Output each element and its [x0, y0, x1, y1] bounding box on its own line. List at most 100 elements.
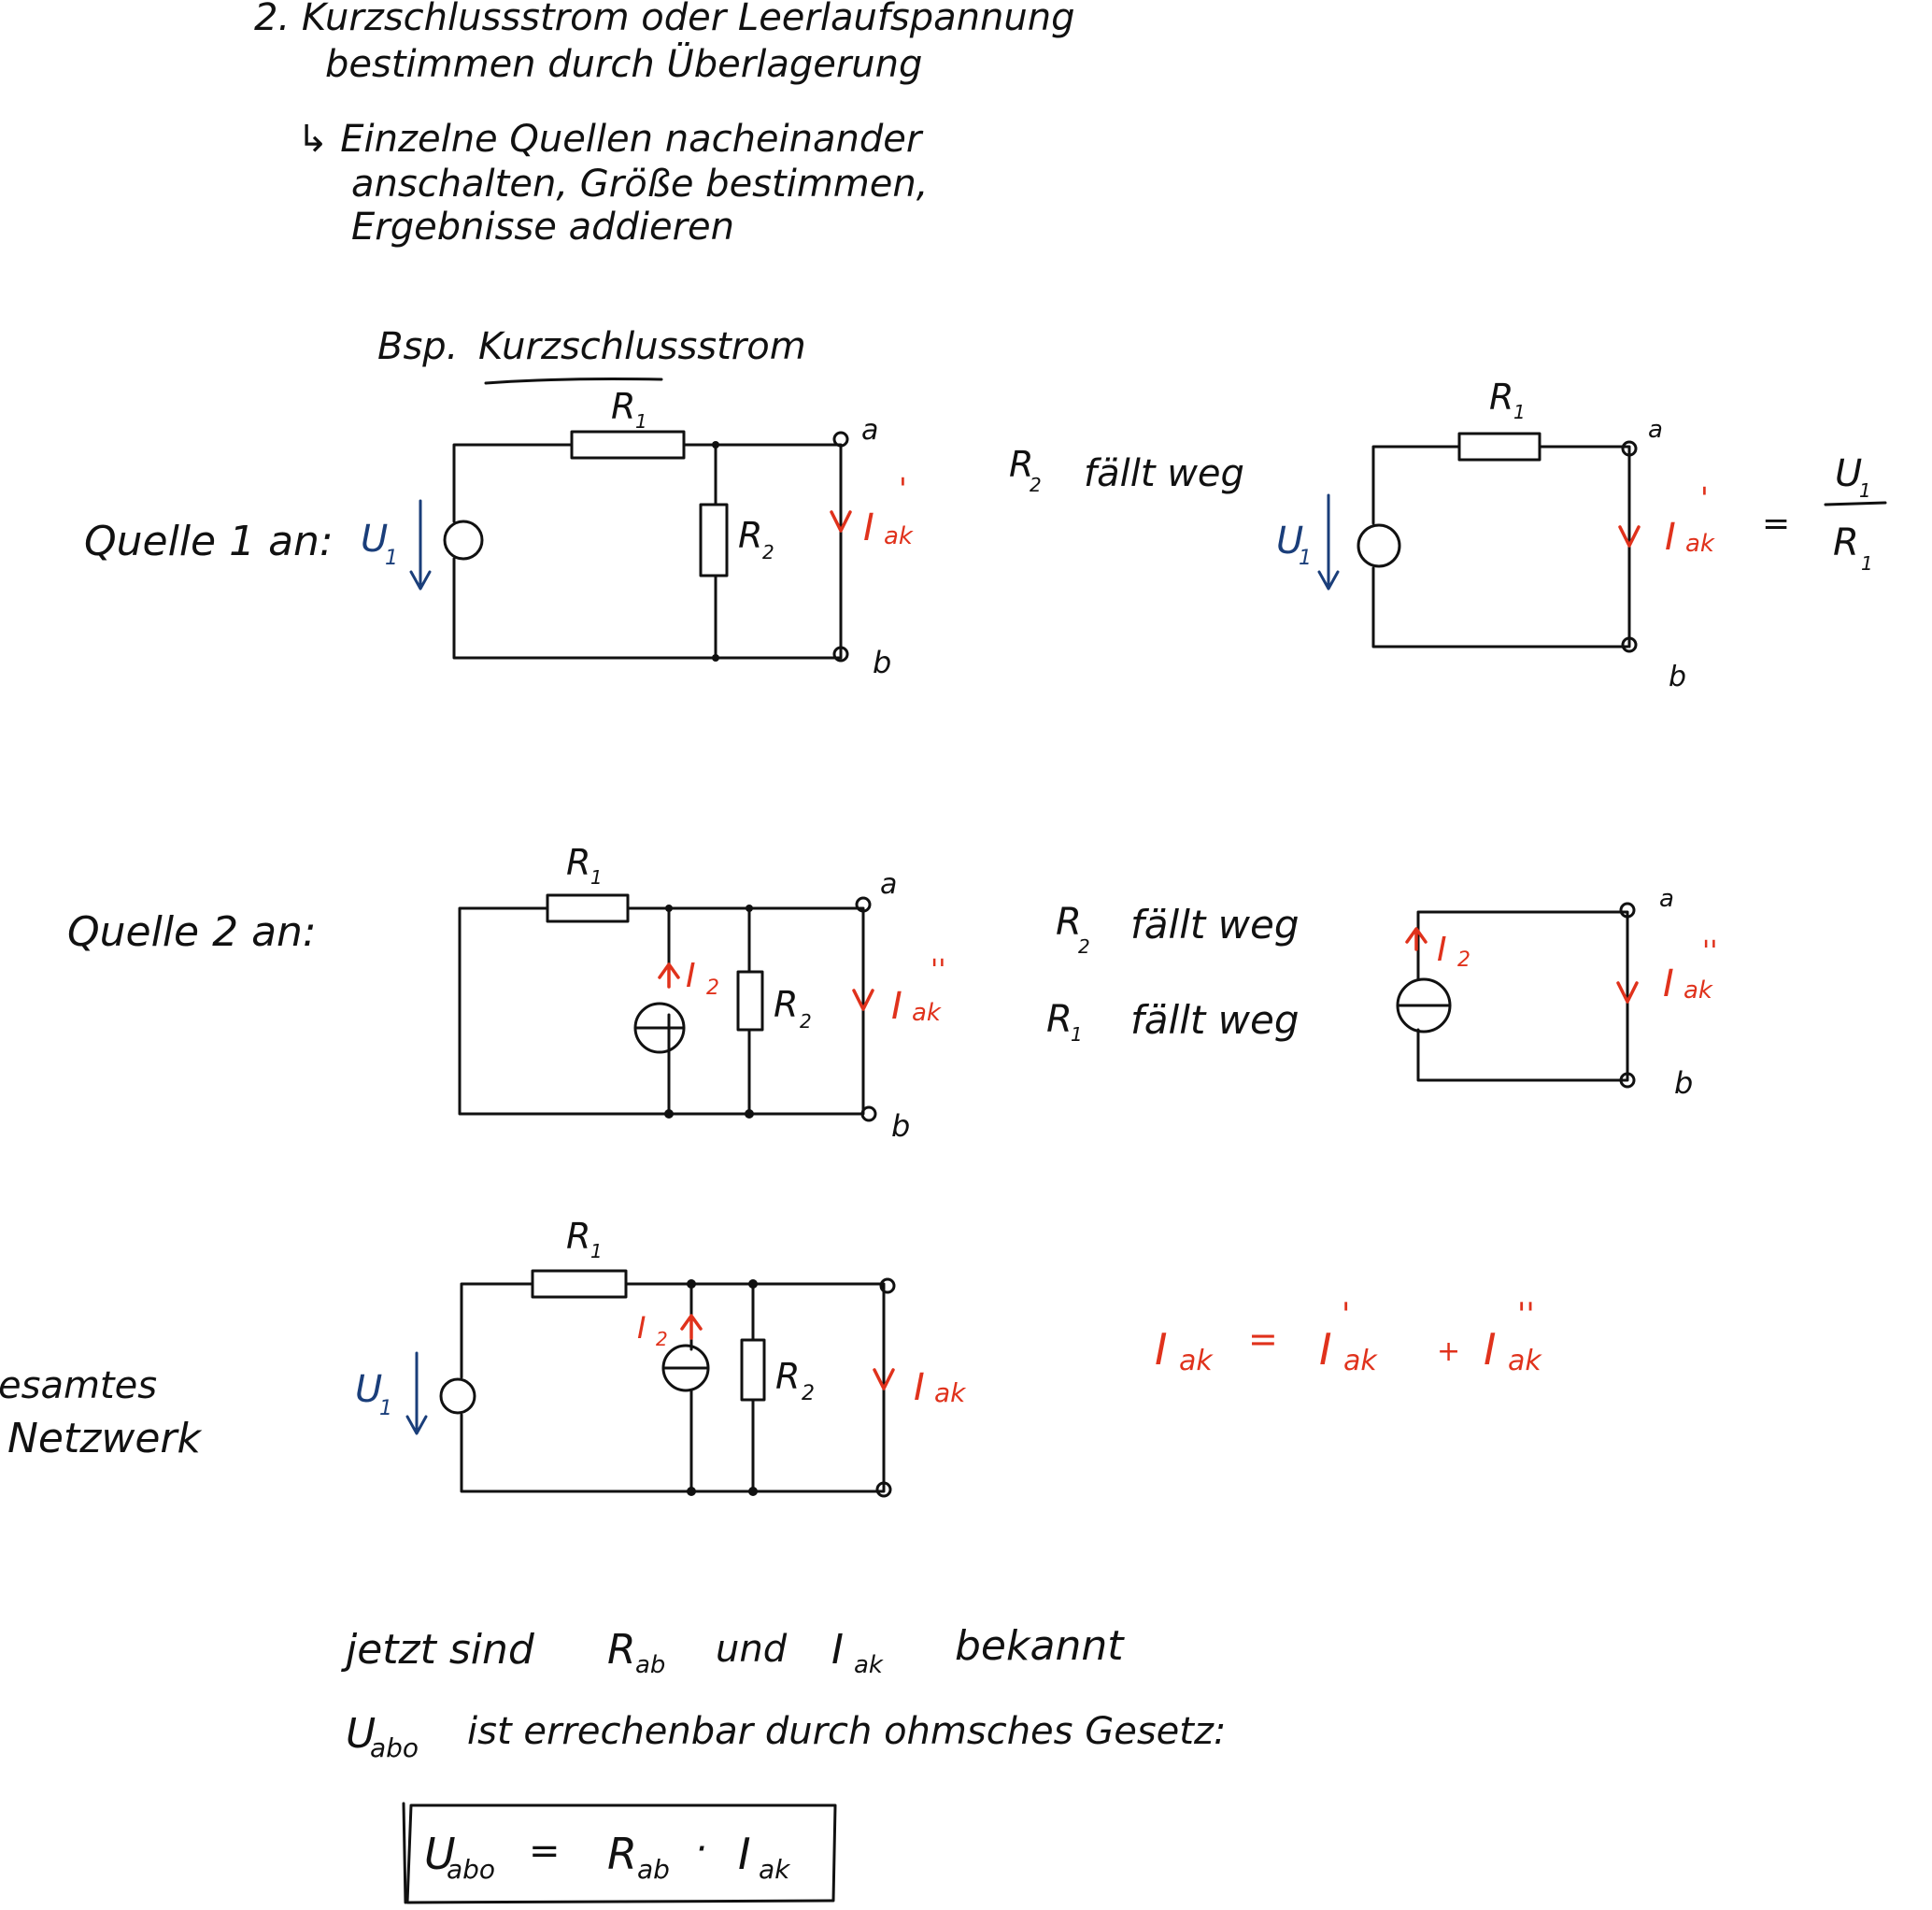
section2-node-b: b [891, 1108, 910, 1144]
section2-note1-r: R [1056, 901, 1082, 944]
sum-term1-prime: ' [1342, 1296, 1350, 1333]
conclusion-line1-start: jetzt sind [341, 1626, 535, 1674]
section1-simplified-wires [1371, 445, 1631, 649]
conclusion-line1-i: I [831, 1626, 844, 1674]
section2-terminal-b [860, 1105, 877, 1122]
section3-junction-top-1 [687, 1279, 696, 1289]
conclusion-line2-text: ist errechenbar durch ohmsches Gesetz: [467, 1710, 1226, 1753]
result-box-left-mark [402, 1802, 407, 1904]
section1-r1-sub: 1 [635, 410, 647, 433]
section2-simplified-source-label: I [1437, 931, 1447, 969]
section2-r1-sub: 1 [590, 866, 603, 889]
section1-node-b: b [873, 645, 891, 680]
section1-simplified-current-sub: ak [1685, 530, 1715, 558]
section3-terminal-a [879, 1277, 896, 1294]
section3-label-line1: esamtes [0, 1364, 157, 1407]
section1-r1-label: R [611, 386, 635, 427]
bullet-line-1: ↳ Einzelne Quellen nacheinander [297, 118, 924, 161]
section1-node-a: a [861, 414, 878, 447]
section2-simplified-terminal-a [1619, 902, 1636, 919]
section2-simplified-circuit [1396, 902, 1639, 1089]
section1-junction-top [712, 441, 719, 449]
section3-u-source-label: U [355, 1368, 382, 1411]
section2-resistor-r1 [546, 893, 630, 923]
section2-current-arrow [852, 989, 874, 1011]
section3-u-source-sub: 1 [379, 1397, 392, 1420]
result-u-sub: abo [447, 1854, 495, 1885]
section1-voltage-source [443, 520, 484, 561]
header-notes: 2. Kurzschlussstrom oder Leerlaufspannun… [254, 0, 1074, 249]
section1-r2-label: R [738, 515, 762, 556]
section1-wire-loop [452, 443, 843, 660]
section3-circuit [405, 1269, 896, 1498]
section2-junction-bottom-2 [745, 1109, 754, 1119]
section1-simplified-current-arrow [1618, 525, 1641, 548]
sum-term1: I [1319, 1324, 1332, 1375]
section2-node-a: a [880, 868, 897, 901]
sum-term2: I [1484, 1324, 1497, 1375]
result-dot: · [695, 1828, 707, 1871]
section3-r1-label: R [566, 1216, 590, 1257]
section1-junction-bottom [712, 654, 719, 662]
section1-current-arrow [830, 510, 852, 533]
sum-eq: = [1248, 1318, 1278, 1360]
section2-resistor-r2 [736, 970, 764, 1032]
section1-simplified-current-label: I [1665, 516, 1676, 559]
section2-r2-sub: 2 [800, 1010, 812, 1033]
example-title: Kurzschlussstrom [478, 325, 806, 368]
section2-r1-label: R [566, 842, 590, 883]
section3-current-label: I [914, 1366, 925, 1409]
sum-term2-prime: '' [1517, 1296, 1535, 1333]
section1-eq-numerator-sub: 1 [1859, 479, 1871, 502]
superposition-sum: I ak = I ak ' + I ak '' [1155, 1296, 1542, 1377]
section3-resistor-r1 [531, 1269, 628, 1299]
section2-terminal-a [855, 896, 872, 913]
section1-eq-denominator: R [1833, 521, 1859, 564]
conclusion-line1-und: und [716, 1628, 788, 1671]
sum-lhs: I [1155, 1324, 1168, 1375]
section3-voltage-arrow [405, 1351, 428, 1435]
section1-simplified-voltage-arrow [1317, 493, 1340, 591]
section2-source-arrow [658, 962, 680, 989]
section2-note1-text: fällt weg [1130, 902, 1300, 948]
header-line-1: 2. Kurzschlussstrom oder Leerlaufspannun… [254, 0, 1074, 39]
example-prefix: Bsp. [377, 325, 458, 368]
section1-resistor-r2 [699, 503, 729, 577]
section3-junction-bottom-1 [687, 1487, 696, 1496]
section1-eq-denominator-sub: 1 [1861, 552, 1873, 575]
section2-source-label: I [686, 957, 696, 995]
section2-source-sub: 2 [706, 976, 719, 1000]
bullet-line-2: anschalten, Größe bestimmen, [351, 163, 928, 206]
section1-current-label: I [863, 506, 874, 549]
section1-resistor-r1 [570, 430, 686, 460]
section3-voltage-source [439, 1377, 476, 1415]
section1-fraction-bar [1824, 501, 1887, 506]
section2-junction-bottom-1 [664, 1109, 674, 1119]
section3-label-line2: Netzwerk [7, 1415, 202, 1462]
result-box [405, 1803, 837, 1904]
conclusion: jetzt sind R ab und I ak bekannt U abo i… [341, 1622, 1226, 1904]
section1-note-sub: 2 [1030, 474, 1042, 496]
sum-term1-sub: ak [1343, 1345, 1378, 1377]
conclusion-line1-end: bekannt [955, 1622, 1125, 1670]
section2-current-label: I [891, 985, 902, 1028]
section1-label: Quelle 1 an: [84, 518, 334, 565]
section2-simplified-source-sub: 2 [1457, 948, 1470, 972]
section1-simplified-circuit [1317, 432, 1887, 653]
section2-r2-label: R [774, 984, 798, 1025]
section1-current-sub: ak [884, 522, 914, 550]
section2-circuit [458, 893, 877, 1122]
sum-term2-sub: ak [1508, 1345, 1542, 1377]
section1-eq-sign: = [1762, 505, 1790, 543]
section1-simplified-terminal-b [1621, 636, 1638, 653]
section1-terminal-a [832, 431, 849, 448]
section3-current-source [661, 1344, 710, 1392]
section1-simplified-node-a: a [1648, 416, 1663, 444]
section1-simplified-r1 [1457, 432, 1541, 462]
section2-simplified-current-arrow [1616, 981, 1639, 1004]
section1-eq-numerator: U [1835, 452, 1862, 495]
section1-terminal-b [832, 646, 849, 663]
section3-i-source-sub: 2 [656, 1328, 668, 1350]
section3-junction-bottom-2 [748, 1487, 758, 1496]
conclusion-line2-u: U [346, 1710, 376, 1758]
